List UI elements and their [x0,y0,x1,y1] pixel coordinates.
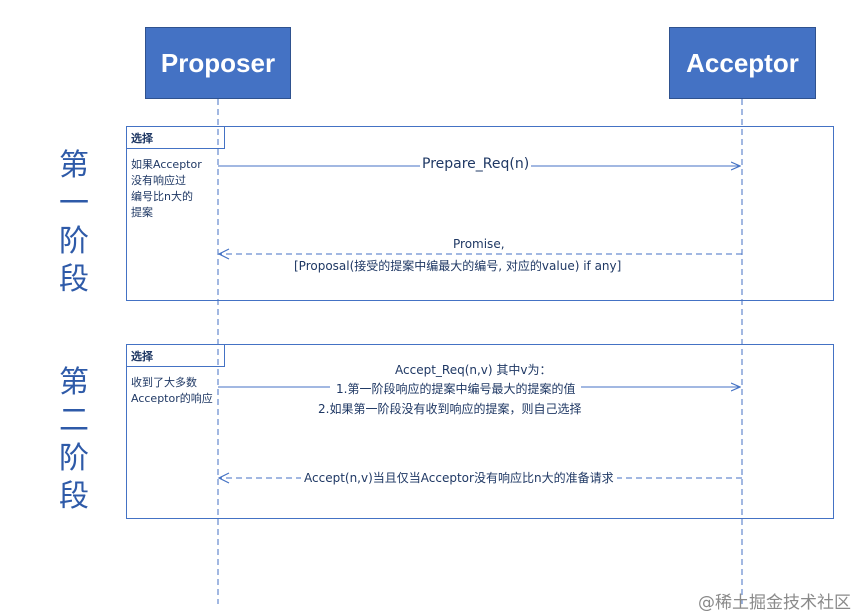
alt-frame-phase-1: 选择 [126,126,834,301]
frame-1-tab-label: 选择 [131,132,153,145]
accept-arrowhead [217,472,230,484]
proposer-actor: Proposer [145,27,291,99]
frame-1-tab: 选择 [127,127,225,149]
accept-req-message-line2: 2.如果第一阶段没有收到响应的提案，则自己选择 [316,400,584,417]
promise-message-line1: Promise, [451,237,507,251]
prepare-req-message: Prepare_Req(n) [420,156,532,172]
acceptor-actor: Acceptor [669,27,816,99]
accept-req-message-title: Accept_Req(n,v) 其中v为： [393,361,554,378]
accept-message: Accept(n,v)当且仅当Acceptor没有响应比n大的准备请求 [301,469,617,486]
phase-1-label: 第 一 阶 段 [59,148,89,297]
frame-2-tab: 选择 [127,345,225,367]
phase-2-label: 第 二 阶 段 [59,365,89,514]
proposer-label: Proposer [160,47,276,78]
frame-2-guard: 收到了大多数 Acceptor的响应 [131,376,213,405]
frame-1-guard: 如果Acceptor 没有响应过 编号比n大的 提案 [131,158,202,219]
acceptor-label: Acceptor [686,47,799,78]
frame-2-tab-label: 选择 [131,350,153,363]
watermark: @稀土掘金技术社区 [698,593,851,613]
alt-frame-phase-2: 选择 [126,344,834,519]
promise-message-line2: [Proposal(接受的提案中编最大的编号, 对应的value) if any… [292,257,624,274]
accept-req-message-line1: 1.第一阶段响应的提案中编号最大的提案的值 [330,380,582,397]
promise-arrowhead [217,248,230,260]
